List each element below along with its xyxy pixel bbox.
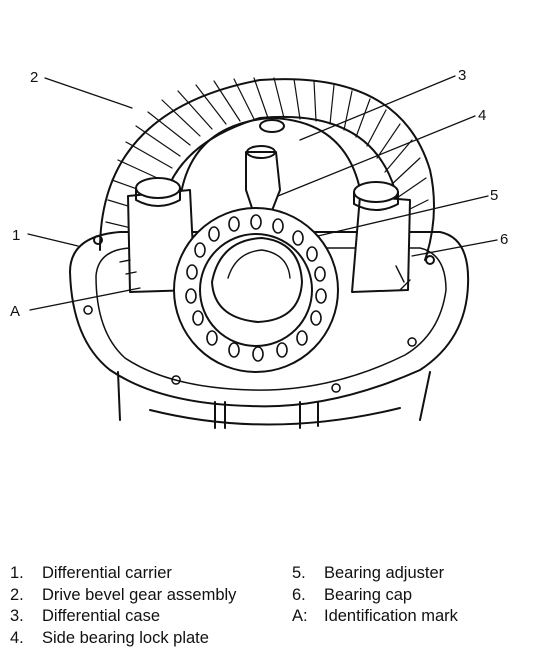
callout-2: 2 [30, 69, 38, 86]
callout-5: 5 [490, 187, 498, 204]
legend-item: 1. Differential carrier [10, 563, 236, 585]
carrier-flange [69, 231, 470, 408]
bearing-adjuster [173, 207, 339, 373]
legend-text: Side bearing lock plate [42, 628, 209, 647]
legend-number: 2. [10, 585, 24, 604]
legend-text: Differential carrier [42, 564, 172, 582]
callout-4: 4 [478, 107, 486, 124]
callout-3: 3 [458, 67, 466, 84]
callout-1: 1 [12, 227, 20, 244]
legend-item: 3. Differential case [10, 606, 236, 628]
differential-case [179, 117, 363, 201]
legend-text: Bearing cap [324, 585, 413, 604]
legend-text: Drive bevel gear assembly [42, 585, 237, 604]
legend-number: 1. [10, 564, 24, 582]
legend-number: 5. [292, 564, 306, 582]
legend-item: A: Identification mark [292, 606, 458, 628]
callout-6: 6 [500, 231, 508, 248]
legend-number: 3. [10, 607, 24, 625]
differential-illustration: 1 2 3 4 5 6 A [10, 67, 508, 429]
legend-left-column: 1. Differential carrier 2. Drive bevel gea… [10, 563, 236, 649]
carrier-housing [117, 371, 431, 429]
legend-item: 4. Side bearing lock plate [10, 628, 236, 650]
legend-number: 4. [10, 628, 24, 647]
legend-item: 6. Bearing cap [292, 585, 458, 607]
legend-item: 5. Bearing adjuster [292, 563, 458, 585]
legend-right-column: 5. Bearing adjuster 6. Bearing cap A: Ident… [292, 563, 458, 628]
callout-a: A [10, 303, 20, 320]
legend-text: Identification mark [324, 607, 458, 625]
legend-number: A: [292, 607, 308, 625]
legend-item: 2. Drive bevel gear assembly [10, 585, 236, 607]
legend-text: Differential case [42, 607, 161, 625]
legend-number: 6. [292, 585, 306, 604]
leader-lines [27, 75, 498, 311]
legend-text: Bearing adjuster [324, 564, 445, 582]
